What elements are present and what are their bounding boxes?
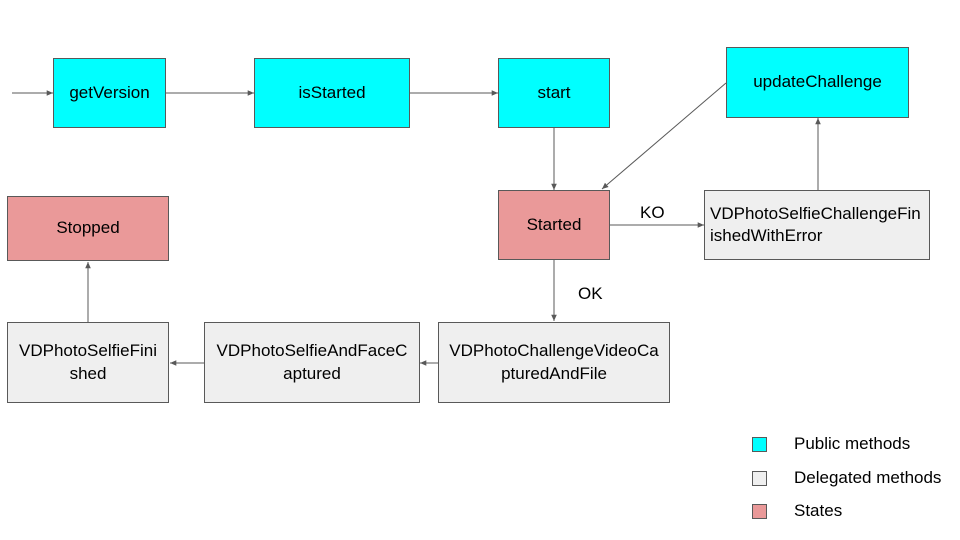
edge-label-ok: OK bbox=[578, 284, 603, 303]
legend-item-states: States bbox=[752, 501, 842, 521]
legend-label-states: States bbox=[794, 501, 843, 520]
node-selfie-and-face-captured: VDPhotoSelfieAndFaceCaptured bbox=[204, 322, 420, 403]
node-get-version-label: getVersion bbox=[69, 82, 150, 102]
node-challenge-video-captured: VDPhotoChallengeVideoCapturedAndFile bbox=[438, 322, 670, 403]
node-update-challenge-label: updateChallenge bbox=[753, 72, 882, 92]
node-start-label: start bbox=[537, 82, 571, 102]
legend-label-delegated: Delegated methods bbox=[794, 468, 942, 487]
node-challenge-finished-with-error: VDPhotoSelfieChallengeFinishedWithError bbox=[704, 190, 930, 260]
node-stopped: Stopped bbox=[7, 196, 169, 261]
edge-label-ko: KO bbox=[640, 203, 665, 222]
node-challenge-finished-with-error-label: VDPhotoSelfieChallengeFinishedWithError bbox=[710, 203, 921, 245]
legend-swatch-public bbox=[752, 436, 767, 452]
node-is-started-label: isStarted bbox=[298, 82, 366, 102]
legend-swatch-delegated bbox=[752, 470, 767, 486]
node-is-started: isStarted bbox=[254, 58, 410, 128]
legend-label-public: Public methods bbox=[794, 434, 911, 453]
node-selfie-finished-label: VDPhotoSelfieFinished bbox=[19, 341, 157, 383]
node-stopped-label: Stopped bbox=[56, 218, 120, 238]
node-selfie-and-face-captured-label: VDPhotoSelfieAndFaceCaptured bbox=[216, 341, 408, 383]
legend-item-delegated: Delegated methods bbox=[752, 468, 941, 488]
node-started: Started bbox=[498, 190, 610, 260]
node-started-label: Started bbox=[526, 214, 582, 234]
node-get-version: getVersion bbox=[53, 58, 166, 128]
node-selfie-finished: VDPhotoSelfieFinished bbox=[7, 322, 169, 403]
node-challenge-video-captured-label: VDPhotoChallengeVideoCapturedAndFile bbox=[449, 341, 659, 383]
node-start: start bbox=[498, 58, 610, 128]
edge-updatechallenge-to-started bbox=[601, 82, 727, 190]
node-update-challenge: updateChallenge bbox=[726, 47, 909, 118]
legend-item-public: Public methods bbox=[752, 434, 910, 454]
legend-swatch-states bbox=[752, 503, 767, 519]
